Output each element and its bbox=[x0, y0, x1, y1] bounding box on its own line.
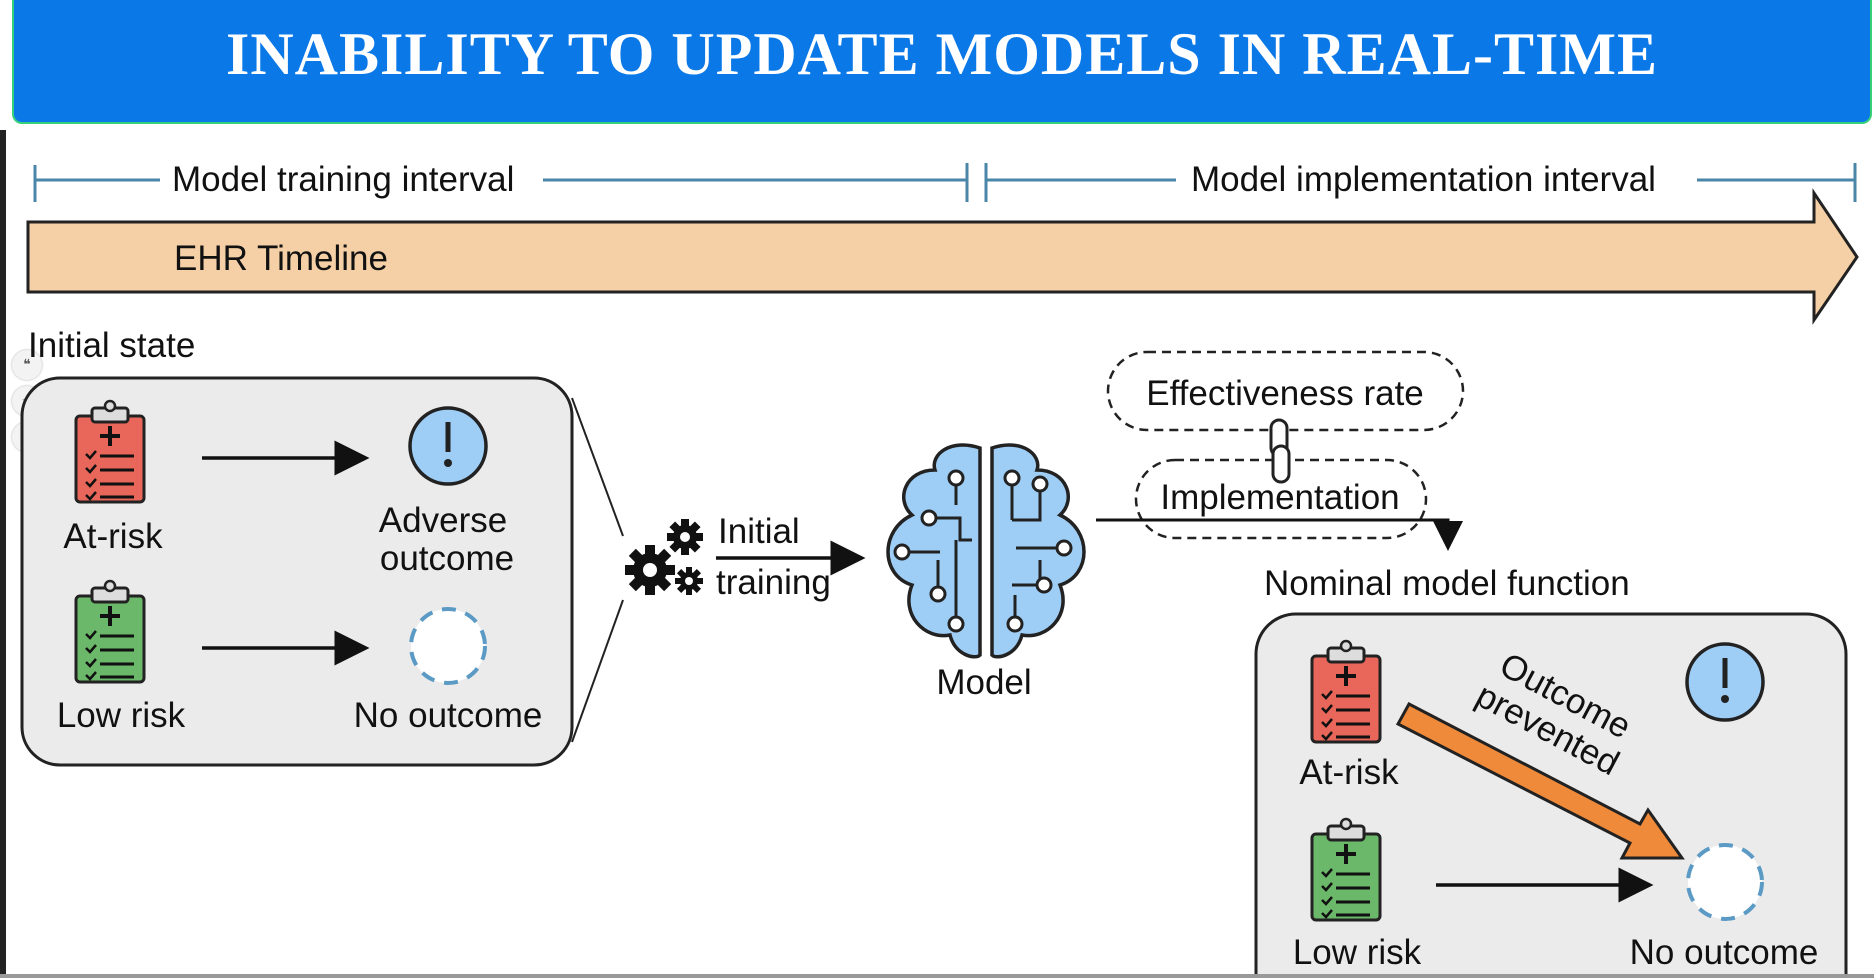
effectiveness-rate-label: Effectiveness rate bbox=[1146, 374, 1424, 413]
nominal-no-outcome-circle-icon bbox=[1686, 843, 1764, 921]
training-interval-label: Model training interval bbox=[172, 160, 514, 199]
nominal-at-risk-clipboard-icon bbox=[1310, 639, 1382, 744]
initial-training-line2: training bbox=[716, 563, 831, 602]
initial-training-line1: Initial bbox=[718, 512, 800, 551]
no-outcome-circle-icon bbox=[409, 607, 487, 685]
brain-model-icon bbox=[886, 443, 1086, 659]
nominal-at-risk-label: At-risk bbox=[1299, 753, 1399, 792]
nominal-low-risk-label: Low risk bbox=[1293, 933, 1422, 972]
bottom-edge bbox=[0, 974, 1874, 978]
effectiveness-rate-tag bbox=[1106, 350, 1465, 432]
outcome-prevented-arrow bbox=[1395, 701, 1685, 860]
model-label: Model bbox=[936, 663, 1031, 702]
at-risk-label: At-risk bbox=[63, 517, 163, 556]
page-title: INABILITY TO UPDATE MODELS IN REAL-TIME bbox=[225, 20, 1659, 87]
nominal-low-risk-clipboard-icon bbox=[1310, 817, 1382, 922]
adverse-outcome-line2: outcome bbox=[380, 539, 514, 578]
nominal-no-outcome-label: No outcome bbox=[1630, 933, 1819, 972]
nominal-function-title: Nominal model function bbox=[1264, 564, 1630, 603]
low-risk-label: Low risk bbox=[57, 696, 186, 735]
ehr-timeline-arrow: EHR Timeline bbox=[26, 188, 1859, 325]
adverse-outcome-line1: Adverse bbox=[379, 501, 507, 540]
low-risk-clipboard-icon bbox=[74, 579, 146, 684]
quote-icon[interactable]: ❝ bbox=[12, 350, 42, 380]
gears-icon bbox=[625, 519, 703, 595]
at-risk-clipboard-icon bbox=[74, 399, 146, 504]
nominal-alert-icon bbox=[1685, 642, 1765, 722]
initial-state-title: Initial state bbox=[28, 326, 195, 365]
zoom-line-top bbox=[571, 397, 624, 537]
window-edge bbox=[0, 130, 6, 978]
implementation-label: Implementation bbox=[1160, 478, 1399, 517]
title-banner: INABILITY TO UPDATE MODELS IN REAL-TIME bbox=[12, 0, 1872, 124]
model-output-arrow bbox=[1096, 518, 1463, 551]
timeline-intervals: Model training interval Model implementa… bbox=[33, 160, 1857, 202]
ehr-timeline-label: EHR Timeline bbox=[174, 239, 388, 278]
adverse-alert-icon bbox=[408, 406, 488, 486]
implementation-interval-label: Model implementation interval bbox=[1191, 160, 1656, 199]
no-outcome-label: No outcome bbox=[354, 696, 543, 735]
chain-link-icon bbox=[1269, 418, 1291, 484]
zoom-line-bottom bbox=[571, 599, 624, 743]
